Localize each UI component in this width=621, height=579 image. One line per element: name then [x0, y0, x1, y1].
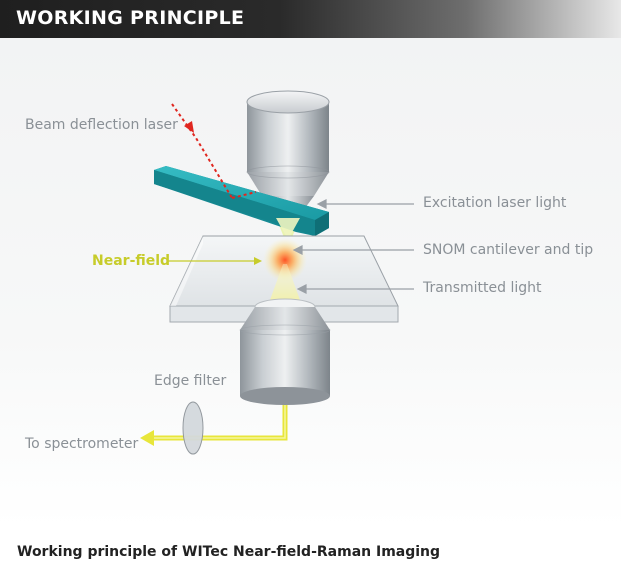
near-field-label: Near-field: [92, 253, 171, 269]
beam-deflection-laser-label: Beam deflection laser: [25, 117, 178, 133]
to-spectrometer-label: To spectrometer: [25, 436, 139, 452]
figure-caption: Working principle of WITec Near-field-Ra…: [17, 544, 441, 560]
header-title: WORKING PRINCIPLE: [16, 7, 245, 29]
transmitted-light-label: Transmitted light: [423, 280, 542, 296]
snom-cantilever: [154, 166, 329, 236]
snom-cantilever-tip-label: SNOM cantilever and tip: [423, 242, 594, 258]
excitation-laser-light-label: Excitation laser light: [423, 195, 567, 211]
spectrometer-beam: [140, 405, 288, 446]
edge-filter-label: Edge filter: [154, 373, 227, 389]
lower-objective: [239, 298, 331, 405]
near-field-leader: [168, 257, 262, 265]
transmitted-light-beam: [270, 264, 300, 300]
leader-lines: [292, 199, 414, 294]
edge-filter-lens: [182, 401, 204, 455]
upper-objective: [246, 90, 330, 215]
header-bar: WORKING PRINCIPLE: [0, 0, 621, 38]
beam-deflection-laser: [171, 103, 257, 199]
